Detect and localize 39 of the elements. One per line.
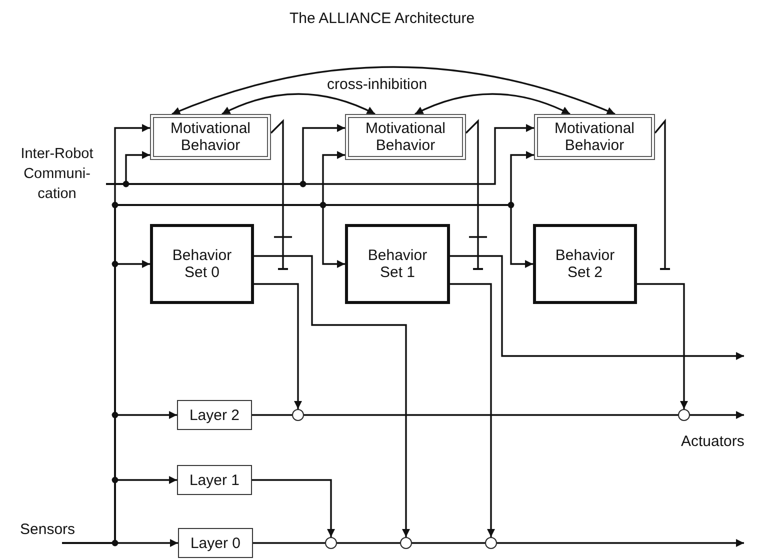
inhibition-line (654, 118, 670, 270)
diagram-title: The ALLIANCE Architecture (288, 10, 476, 27)
motivation-box: Motivational Behavior (534, 114, 655, 160)
layer-box: Layer 2 (177, 400, 252, 430)
connector-line (337, 542, 400, 544)
arrow (252, 479, 335, 537)
arrow (497, 539, 744, 547)
output-label: Actuators (681, 433, 744, 450)
behavior-set-box: Behavior Set 0 (150, 224, 254, 304)
connector-line (253, 542, 325, 544)
input-label: Inter-Robot Communi- cation (8, 143, 106, 205)
arrow (414, 93, 570, 115)
arrow (254, 255, 410, 537)
arrow (690, 411, 744, 419)
inhibition-line (270, 118, 293, 270)
connector-line (252, 414, 292, 416)
connector-line (304, 414, 678, 416)
summing-circle (325, 537, 337, 549)
motivation-box: Motivational Behavior (150, 114, 271, 160)
inhibition-line (465, 118, 488, 270)
arrow (254, 283, 302, 409)
connector-line (412, 542, 485, 544)
arrow (172, 66, 616, 115)
behavior-set-box: Behavior Set 2 (533, 224, 637, 304)
arrow (637, 283, 688, 409)
behavior-set-box: Behavior Set 1 (345, 224, 450, 304)
summing-circle (292, 409, 304, 421)
summing-circle (400, 537, 412, 549)
annotation-label: cross-inhibition (327, 76, 428, 93)
layer-box: Layer 1 (177, 465, 252, 495)
arrow (450, 283, 495, 537)
arrow (106, 124, 534, 185)
motivation-box: Motivational Behavior (345, 114, 466, 160)
arrow (450, 255, 744, 360)
layer-box: Layer 0 (178, 528, 253, 558)
input-label: Sensors (20, 521, 76, 538)
arrow (222, 93, 376, 115)
summing-circle (485, 537, 497, 549)
summing-circle (678, 409, 690, 421)
